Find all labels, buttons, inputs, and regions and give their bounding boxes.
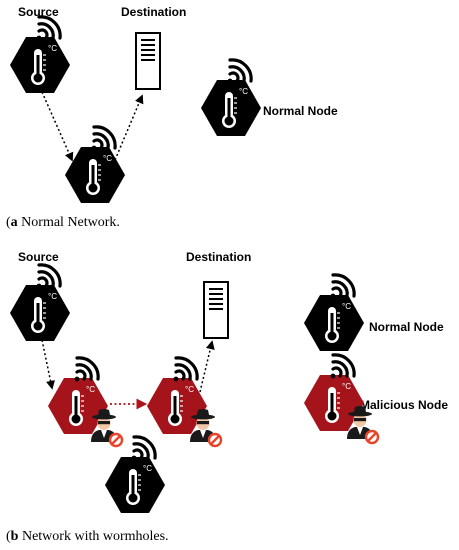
sensor-unit-label: °C (342, 382, 351, 391)
sensor-unit-label: °C (86, 385, 95, 394)
panel-a-destination-server-icon (135, 32, 161, 90)
wifi-icon (34, 15, 62, 43)
panel-a-caption: (a Normal Network. (6, 215, 120, 230)
panel-b-destination-server-icon (203, 281, 229, 339)
panel-b-malicious-node-2: °C (146, 356, 223, 448)
panel-a-link-source-to-relay (41, 91, 74, 162)
panel-b-caption-text: Network with wormholes. (18, 529, 169, 544)
wifi-icon (172, 356, 199, 383)
panel-a-caption-text: Normal Network. (17, 215, 120, 230)
sensor-unit-label: °C (143, 464, 152, 473)
panel-b-caption-letter: b (10, 529, 19, 544)
wifi-icon (130, 435, 157, 462)
panel-a-caption-letter: a (10, 215, 18, 230)
sensor-unit-label: °C (103, 154, 112, 163)
panel-a-source-node: °C (9, 15, 71, 94)
panel-b-source-label: Source (18, 250, 59, 264)
panel-a-source-label: Source (18, 5, 59, 19)
panel-b-destination-label: Destination (186, 250, 252, 264)
panel-b-legend-malicious-label: Malicious Node (360, 398, 449, 412)
sensor-unit-label: °C (342, 302, 351, 311)
sensor-unit-label: °C (185, 385, 194, 394)
panel-b-legend-normal-node-icon: °C (303, 273, 365, 352)
sensor-unit-label: °C (48, 44, 57, 53)
panel-b-isolated-normal-node: °C (104, 435, 166, 514)
panel-b-caption: (b Network with wormholes. (6, 529, 169, 544)
panel-b-source-node: °C (9, 263, 71, 342)
panel-a-relay-node: °C (64, 125, 126, 204)
panel-a-destination-label: Destination (121, 5, 187, 19)
wifi-icon (226, 58, 253, 86)
panel-a-legend-normal-node-icon: °C (200, 58, 262, 137)
sensor-unit-label: °C (48, 292, 57, 301)
panel-a-legend-normal-label: Normal Node (263, 104, 338, 118)
wifi-icon (72, 356, 100, 383)
panel-b-malicious-node-1: °C (47, 356, 124, 448)
wifi-icon (89, 125, 117, 152)
sensor-unit-label: °C (239, 87, 248, 96)
panel-a-link-relay-to-destination (114, 94, 144, 161)
wifi-icon (329, 353, 356, 380)
panel-b-link-malicious-2-to-destination (199, 340, 215, 393)
panel-b-link-source-to-malicious-1 (41, 339, 55, 390)
wifi-icon (329, 273, 356, 300)
panel-b-legend-malicious-node-icon: °C (303, 353, 380, 445)
wifi-icon (34, 263, 62, 290)
panel-b-legend-normal-label: Normal Node (369, 320, 444, 334)
